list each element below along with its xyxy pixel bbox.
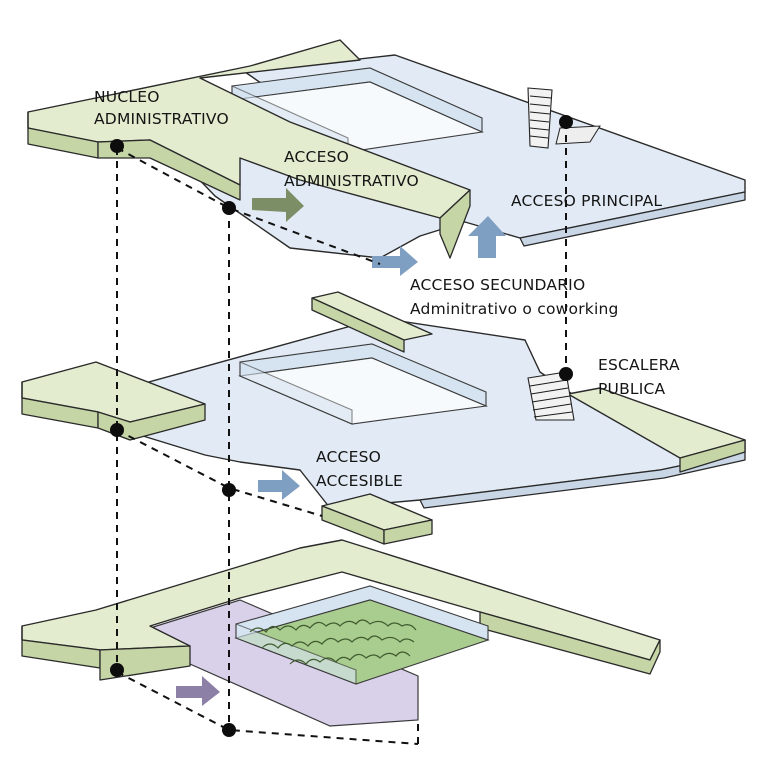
label-acceso-admin-line2: ADMINISTRATIVO bbox=[284, 172, 419, 190]
node-bottom-left bbox=[110, 663, 124, 677]
middle-floor-slab-edge bbox=[419, 451, 746, 509]
label-acceso-accesible-line1: ACCESO bbox=[316, 448, 381, 466]
acceso-principal-arrow bbox=[468, 216, 506, 258]
label-acceso-accesible-line2: ACCESIBLE bbox=[316, 472, 403, 490]
acceso-administrativo-arrow bbox=[252, 188, 304, 222]
acceso-bottom-arrow bbox=[176, 676, 220, 706]
node-top-stair bbox=[559, 115, 573, 129]
label-nucleo-line1: NUCLEO bbox=[94, 88, 160, 106]
node-top-mid bbox=[222, 201, 236, 215]
node-mid-stair bbox=[559, 367, 573, 381]
label-nucleo-line2: ADMINISTRATIVO bbox=[94, 110, 229, 128]
label-acceso-secundario-line2: Adminitrativo o coworking bbox=[410, 300, 619, 318]
label-acceso-admin-line1: ACCESO bbox=[284, 148, 349, 166]
label-acceso-secundario-line1: ACCESO SECUNDARIO bbox=[410, 276, 585, 294]
top-floor-slab-edge bbox=[519, 191, 746, 247]
level-top bbox=[27, 39, 746, 276]
label-escalera-line2: PUBLICA bbox=[598, 380, 666, 398]
labels: NUCLEO ADMINISTRATIVO ACCESO ADMINISTRAT… bbox=[94, 88, 680, 490]
connection-nodes bbox=[110, 115, 573, 737]
level-bottom bbox=[21, 539, 661, 727]
node-mid-left bbox=[110, 423, 124, 437]
middle-public-stair bbox=[527, 371, 575, 421]
acceso-accesible-arrow bbox=[258, 470, 300, 500]
middle-skylight bbox=[237, 343, 489, 425]
node-mid-mid bbox=[222, 483, 236, 497]
node-bottom-mid bbox=[222, 723, 236, 737]
label-acceso-principal: ACCESO PRINCIPAL bbox=[511, 192, 662, 210]
bottom-garden bbox=[234, 585, 490, 685]
level-middle bbox=[21, 291, 746, 545]
vertical-connections bbox=[116, 122, 567, 745]
label-escalera-line1: ESCALERA bbox=[598, 356, 680, 374]
node-top-left bbox=[110, 139, 124, 153]
acceso-secundario-arrow bbox=[372, 246, 418, 276]
